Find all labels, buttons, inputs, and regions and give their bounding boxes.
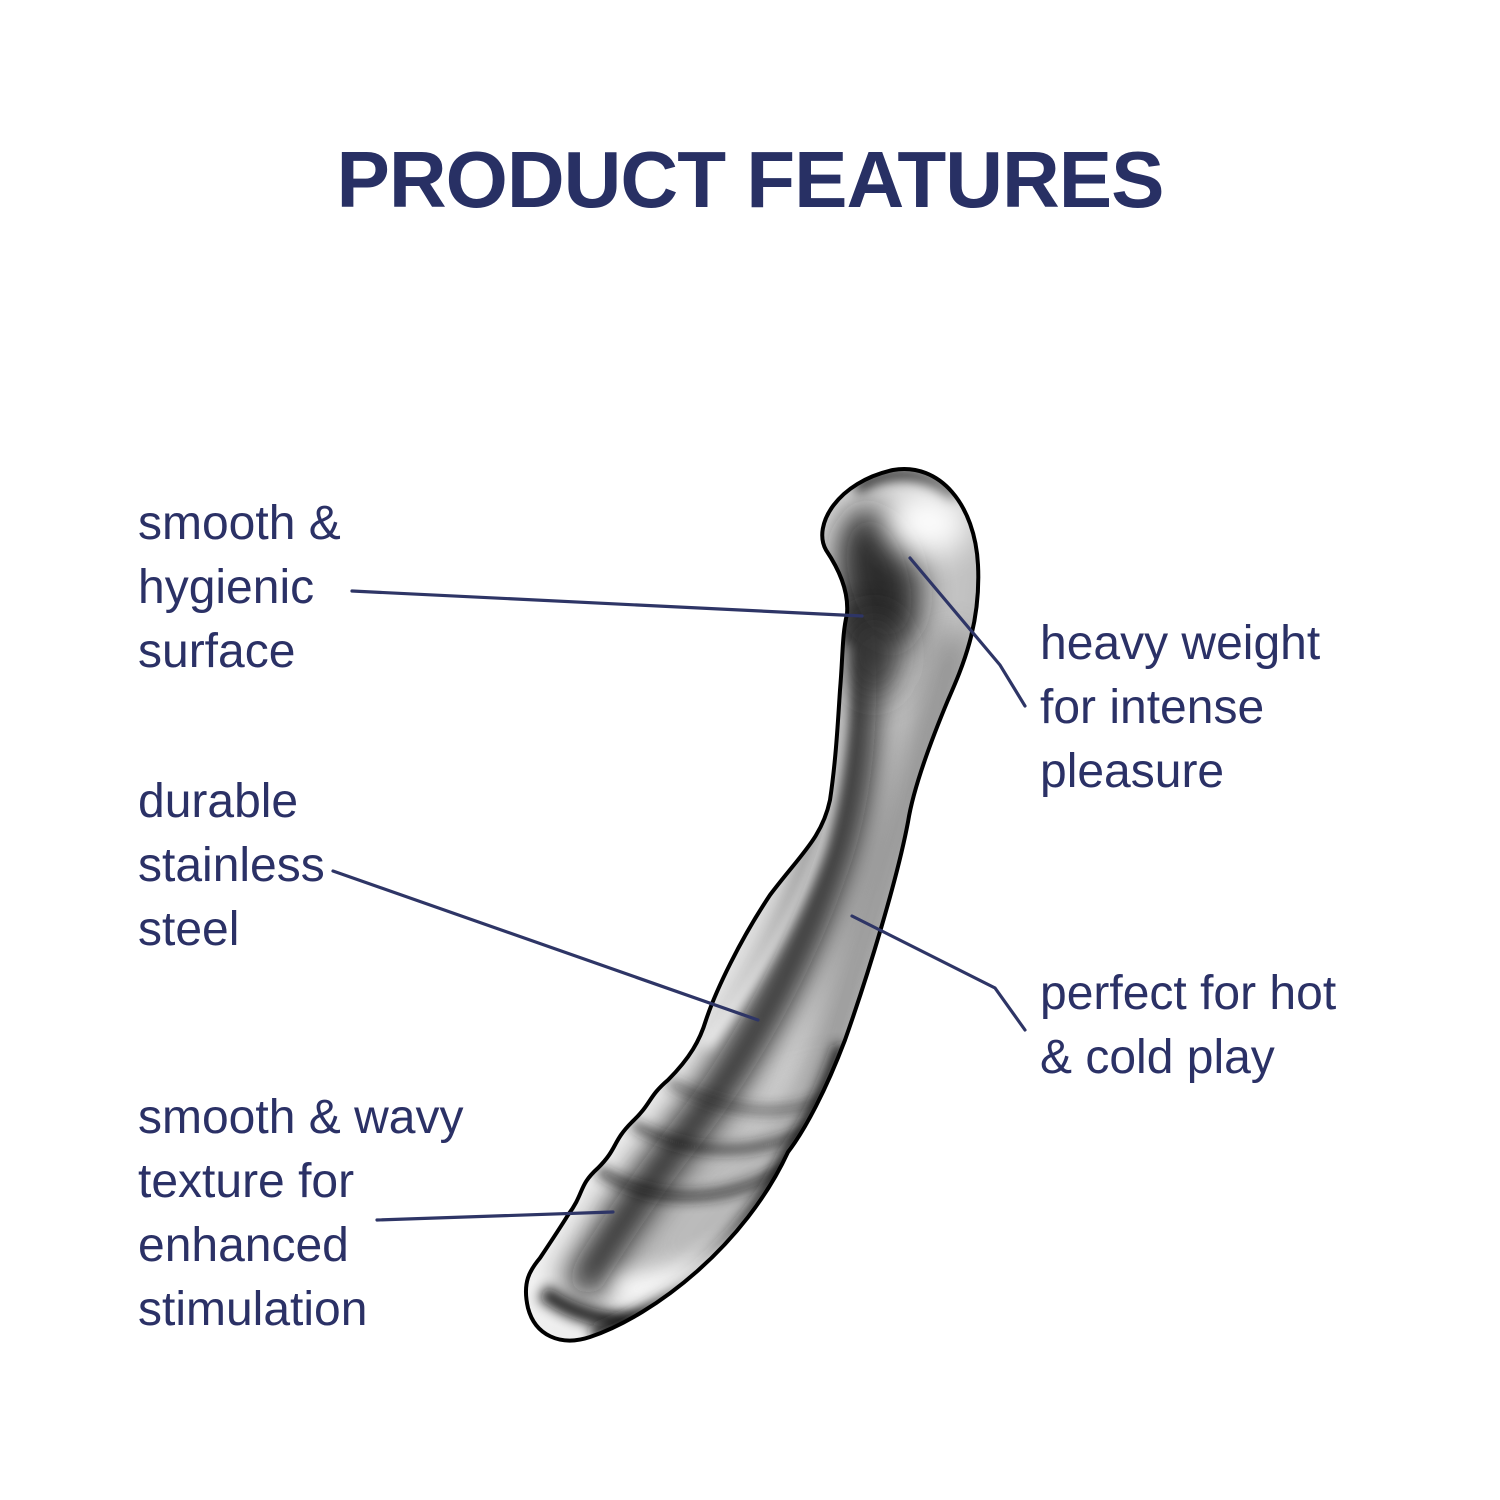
- callout-line-heavy-weight: [908, 556, 1027, 708]
- callout-line-durable-steel: [331, 869, 760, 1022]
- callout-label-heavy-weight: heavy weight for intense pleasure: [1040, 617, 1321, 798]
- callout-label-smooth-hygienic: smooth & hygienic surface: [138, 497, 341, 678]
- callout-lines: [331, 556, 1027, 1222]
- product-outline: [523, 467, 981, 1343]
- callout-label-hot-cold: perfect for hot & cold play: [1040, 967, 1337, 1084]
- page-title: PRODUCT FEATURES: [336, 135, 1165, 224]
- callout-line-smooth-hygienic: [350, 589, 864, 618]
- product-body: [523, 467, 981, 1343]
- callout-label-wavy-texture: smooth & wavy texture for enhanced stimu…: [138, 1091, 464, 1336]
- callout-line-wavy-texture: [375, 1210, 615, 1222]
- callout-label-durable-steel: durable stainless steel: [138, 775, 325, 956]
- callout-line-hot-cold: [850, 914, 1027, 1032]
